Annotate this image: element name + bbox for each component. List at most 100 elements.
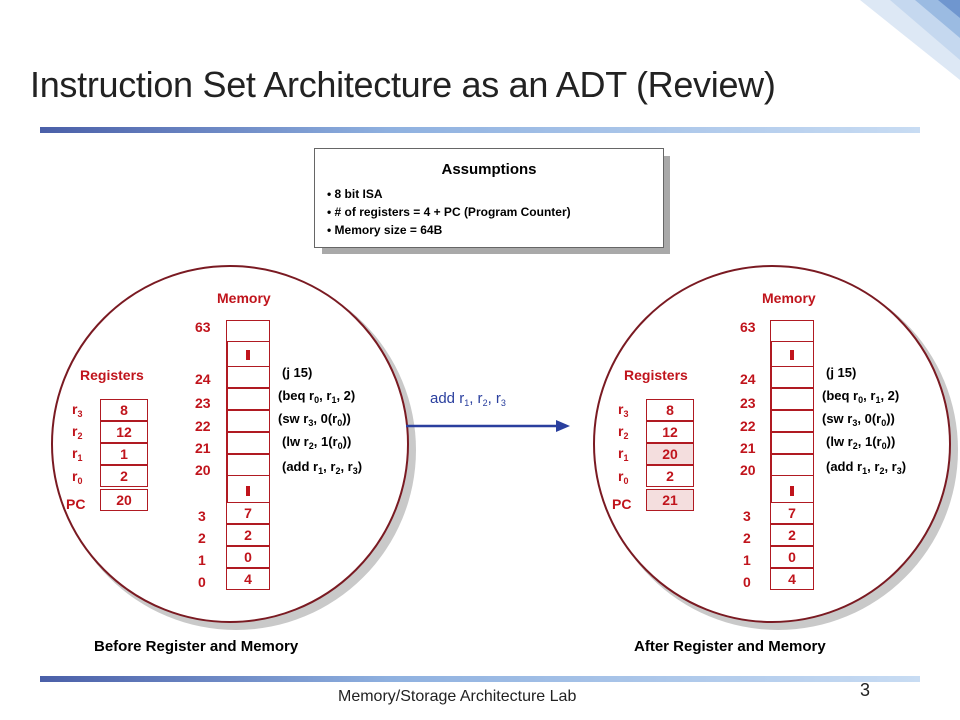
assumption-item: • 8 bit ISA — [327, 187, 383, 201]
memory-cell — [770, 388, 814, 410]
address-label: 3 — [743, 508, 751, 524]
instruction-text: (lw r2, 1(r0)) — [826, 434, 896, 451]
reg-value-r0: 2 — [100, 465, 148, 487]
reg-name-r3: r3 — [72, 401, 83, 419]
address-label: 21 — [740, 440, 756, 456]
instruction-text: (lw r2, 1(r0)) — [282, 434, 352, 451]
memory-edge — [770, 342, 772, 502]
address-label: 2 — [198, 530, 206, 546]
address-label: 1 — [743, 552, 751, 568]
arrow-head-icon — [556, 420, 570, 432]
before-memory-label: Memory — [217, 290, 271, 306]
reg-value-r3: 8 — [646, 399, 694, 421]
reg-value-r0: 2 — [646, 465, 694, 487]
ellipsis-icon — [790, 350, 794, 360]
memory-cell — [770, 410, 814, 432]
reg-value-r1: 1 — [100, 443, 148, 465]
reg-name-r2: r2 — [618, 423, 629, 441]
instruction-text: (beq r0, r1, 2) — [278, 388, 356, 405]
address-label: 24 — [195, 371, 211, 387]
address-label: 0 — [198, 574, 206, 590]
memory-cell: 2 — [770, 524, 814, 546]
memory-cell: 4 — [770, 568, 814, 590]
before-circle — [51, 265, 409, 623]
memory-edge — [268, 342, 270, 502]
memory-edge — [812, 342, 814, 502]
operation-label: add r1, r2, r3 — [430, 390, 506, 408]
address-label: 0 — [743, 574, 751, 590]
memory-cell: 0 — [770, 546, 814, 568]
address-label: 1 — [198, 552, 206, 568]
memory-cell: 7 — [770, 502, 814, 524]
instruction-text: (add r1, r2, r3) — [826, 459, 907, 476]
reg-value-r3: 8 — [100, 399, 148, 421]
address-label: 63 — [195, 319, 211, 335]
address-label: 23 — [195, 395, 211, 411]
address-label: 2 — [743, 530, 751, 546]
reg-value-r1: 20 — [646, 443, 694, 465]
reg-value-r2: 12 — [646, 421, 694, 443]
reg-name-pc: PC — [612, 496, 632, 512]
memory-cell: 7 — [226, 502, 270, 524]
memory-cell — [770, 366, 814, 388]
title-underline — [40, 127, 920, 133]
address-label: 20 — [740, 462, 756, 478]
instruction-text: (j 15) — [826, 365, 857, 380]
memory-cell: 2 — [226, 524, 270, 546]
address-label: 21 — [195, 440, 211, 456]
ellipsis-icon — [246, 350, 250, 360]
memory-cell — [770, 320, 814, 342]
memory-cell: 4 — [226, 568, 270, 590]
instruction-text: (beq r0, r1, 2) — [822, 388, 900, 405]
assumptions-list: • 8 bit ISA • # of registers = 4 + PC (P… — [327, 185, 571, 239]
instruction-text: (sw r3, 0(r0)) — [278, 411, 351, 428]
reg-value-pc: 20 — [100, 489, 148, 511]
instruction-text: (sw r3, 0(r0)) — [822, 411, 895, 428]
memory-cell — [226, 410, 270, 432]
reg-name-r2: r2 — [72, 423, 83, 441]
assumption-item: • Memory size = 64B — [327, 223, 443, 237]
address-label: 24 — [740, 371, 756, 387]
instruction-text: (add r1, r2, r3) — [282, 459, 363, 476]
reg-name-r3: r3 — [618, 401, 629, 419]
footer-text: Memory/Storage Architecture Lab — [338, 688, 577, 705]
memory-cell — [226, 366, 270, 388]
memory-cell: 0 — [226, 546, 270, 568]
after-registers-label: Registers — [624, 367, 688, 383]
reg-value-r2: 12 — [100, 421, 148, 443]
reg-name-pc: PC — [66, 496, 86, 512]
reg-name-r0: r0 — [618, 468, 629, 486]
address-label: 3 — [198, 508, 206, 524]
address-label: 22 — [195, 418, 211, 434]
memory-cell — [770, 432, 814, 454]
ellipsis-icon — [246, 486, 250, 496]
address-label: 23 — [740, 395, 756, 411]
after-memory-label: Memory — [762, 290, 816, 306]
footer-bar — [40, 676, 920, 682]
corner-decoration — [860, 0, 960, 80]
memory-cell — [226, 388, 270, 410]
assumptions-title: Assumptions — [441, 161, 537, 178]
address-label: 63 — [740, 319, 756, 335]
page-number: 3 — [860, 680, 871, 700]
memory-cell — [770, 454, 814, 476]
assumption-item: • # of registers = 4 + PC (Program Count… — [327, 205, 571, 219]
address-label: 22 — [740, 418, 756, 434]
memory-cell — [226, 432, 270, 454]
memory-cell — [226, 320, 270, 342]
reg-name-r0: r0 — [72, 468, 83, 486]
reg-name-r1: r1 — [72, 445, 83, 463]
ellipsis-icon — [790, 486, 794, 496]
assumptions-box: Assumptions • 8 bit ISA • # of registers… — [314, 148, 664, 248]
reg-value-pc: 21 — [646, 489, 694, 511]
slide-title: Instruction Set Architecture as an ADT (… — [30, 64, 776, 105]
after-caption: After Register and Memory — [634, 638, 826, 655]
before-caption: Before Register and Memory — [94, 638, 299, 655]
memory-cell — [226, 454, 270, 476]
memory-edge — [226, 342, 228, 502]
reg-name-r1: r1 — [618, 445, 629, 463]
before-registers-label: Registers — [80, 367, 144, 383]
instruction-text: (j 15) — [282, 365, 313, 380]
after-circle — [593, 265, 951, 623]
